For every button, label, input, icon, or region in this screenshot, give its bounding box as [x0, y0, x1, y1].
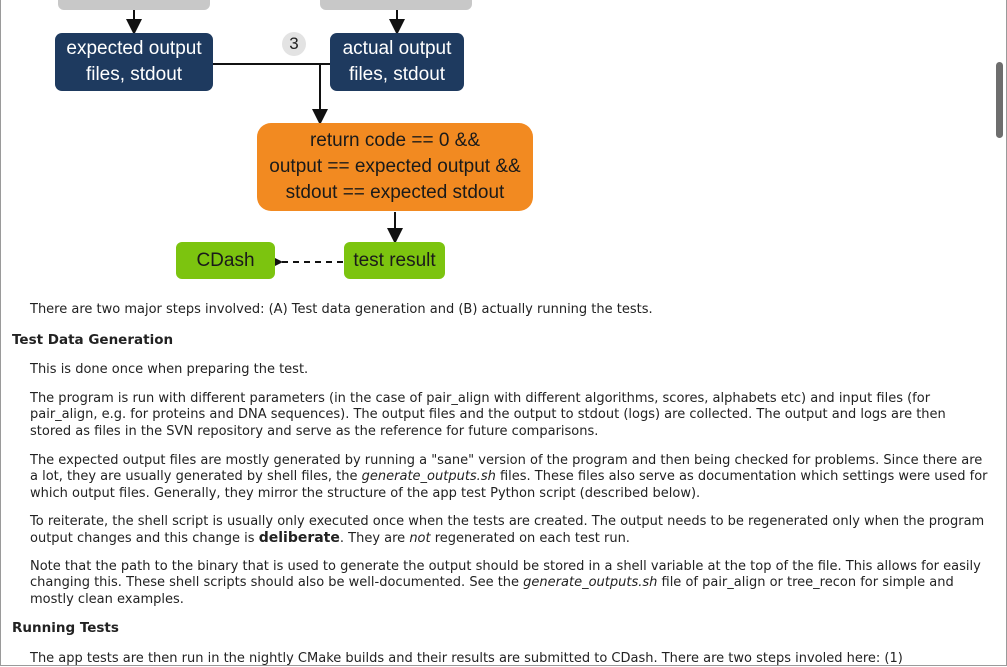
test-result-box: test result [344, 242, 445, 279]
paragraph: The expected output files are mostly gen… [30, 453, 988, 501]
step-badge: 3 [282, 32, 306, 56]
input-box-right-partial [320, 0, 472, 10]
expected-output-box: expected output files, stdout [55, 33, 213, 91]
intro-paragraph: There are two major steps involved: (A) … [30, 302, 653, 317]
scrollbar-thumb[interactable] [996, 62, 1003, 138]
paragraph: The program is run with different parame… [30, 391, 946, 439]
heading-test-data-generation: Test Data Generation [12, 332, 174, 348]
paragraph: Note that the path to the binary that is… [30, 559, 981, 607]
condition-box: return code == 0 && output == expected o… [257, 123, 533, 211]
input-box-left-partial [58, 0, 210, 10]
diagram-connectors [126, 10, 405, 270]
paragraph: The app tests are then run in the nightl… [30, 651, 903, 666]
heading-running-tests: Running Tests [12, 620, 119, 636]
vertical-scrollbar[interactable] [992, 0, 1006, 665]
paragraph: To reiterate, the shell script is usuall… [30, 514, 985, 547]
cdash-box: CDash [176, 242, 275, 279]
paragraph: This is done once when preparing the tes… [30, 362, 309, 377]
actual-output-box: actual output files, stdout [330, 33, 464, 91]
